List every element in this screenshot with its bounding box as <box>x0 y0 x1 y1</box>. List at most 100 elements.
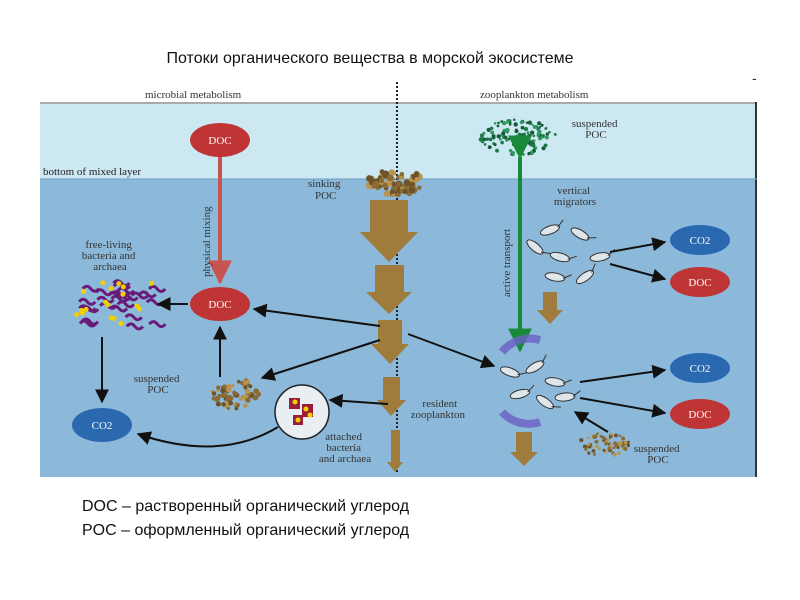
particle <box>417 185 422 190</box>
zooplankton <box>525 360 545 374</box>
bacterium-dot <box>100 280 106 286</box>
particle <box>541 146 546 151</box>
bacterium-dot <box>149 280 155 286</box>
particle <box>217 393 222 398</box>
particle <box>606 438 610 442</box>
legend-doc: DOC – растворенный органический углерод <box>82 498 410 515</box>
particle <box>236 379 241 384</box>
svg-text:CO2: CO2 <box>690 363 711 375</box>
particle <box>527 120 532 125</box>
particle <box>505 127 510 133</box>
particle <box>592 452 596 456</box>
particle <box>505 120 510 124</box>
bacterium <box>138 290 157 299</box>
particle <box>517 132 522 136</box>
flow-arrows <box>95 237 667 448</box>
suspended-poc-top-label: suspended POC <box>572 118 621 141</box>
particle <box>616 446 620 450</box>
bacterium-dot <box>118 321 124 327</box>
bacterium <box>78 319 98 328</box>
attached-bacteria-circle <box>274 384 330 440</box>
bacterium-dot <box>81 288 87 294</box>
particle <box>504 135 508 140</box>
particle <box>598 447 601 450</box>
particle <box>527 151 531 156</box>
particle <box>545 132 549 136</box>
particle <box>238 397 243 401</box>
particle <box>366 175 373 182</box>
header-microbial: microbial metabolism <box>145 89 242 101</box>
particle <box>623 446 628 451</box>
particle <box>522 132 527 137</box>
particle <box>531 143 536 148</box>
particle <box>382 182 388 189</box>
page-title: Потоки органического вещества в морской … <box>166 50 574 67</box>
particle <box>256 391 262 397</box>
zooplankton <box>589 252 611 262</box>
suspended-poc-br-cluster <box>579 432 631 457</box>
particle <box>391 181 396 187</box>
particle <box>604 442 608 446</box>
arrow-column-to-pocleft <box>260 339 381 381</box>
zooplankton-antenna <box>572 390 581 397</box>
particle <box>538 136 542 140</box>
zooplankton <box>535 394 555 410</box>
particle <box>595 440 599 444</box>
bacterium <box>80 305 100 314</box>
sinking-arrow-4 <box>377 377 406 416</box>
particle <box>536 131 541 136</box>
particle <box>587 451 591 455</box>
particle <box>542 134 545 137</box>
particle <box>483 143 487 146</box>
particle <box>525 121 529 124</box>
bacterium <box>130 291 149 300</box>
particle <box>496 134 501 139</box>
particle <box>621 436 626 441</box>
attached-bacteria-label: attached bacteria and archaea <box>319 431 371 465</box>
particle <box>533 147 536 150</box>
arrow-resident-to-co2 <box>579 364 667 383</box>
zooplankton <box>540 224 560 236</box>
particle <box>608 435 612 439</box>
particle <box>496 124 500 128</box>
sinking-arrow-3 <box>371 320 409 364</box>
particle <box>226 387 232 393</box>
particle <box>227 400 233 406</box>
particle <box>497 121 500 125</box>
particle <box>515 134 519 138</box>
particle <box>243 384 248 389</box>
particle <box>520 125 525 130</box>
arrow-pocbr-to-resident <box>573 411 609 433</box>
particle <box>396 181 401 187</box>
particle <box>526 140 531 145</box>
particle <box>602 448 606 452</box>
bacterium <box>116 286 136 295</box>
mixed-layer-label: bottom of mixed layer <box>43 166 141 178</box>
particle <box>532 124 537 129</box>
particle <box>221 402 226 407</box>
bacterium-dot <box>79 310 85 316</box>
arrow-column-to-doc <box>252 303 381 327</box>
bacterium <box>148 284 167 293</box>
particle <box>234 406 239 411</box>
arrow-column-to-attached <box>328 393 389 408</box>
particle <box>521 152 525 156</box>
particle <box>609 443 613 447</box>
particle <box>500 140 504 145</box>
free-living-bacteria-cluster <box>74 279 167 331</box>
particle <box>596 432 599 436</box>
particle <box>553 132 557 136</box>
particle <box>617 441 623 446</box>
particle <box>231 384 235 388</box>
zooplankton <box>575 269 595 285</box>
suspended-poc-left-cluster <box>210 378 262 411</box>
zooplankton-antenna <box>586 237 597 239</box>
particle <box>399 171 405 177</box>
particle <box>587 436 590 440</box>
vertical-migrators-cluster <box>526 219 616 285</box>
doc-node-middle: DOC <box>190 287 250 321</box>
particle <box>599 434 603 438</box>
particle <box>617 451 621 455</box>
active-transport-label: active transport <box>501 229 513 297</box>
particle <box>502 121 507 126</box>
